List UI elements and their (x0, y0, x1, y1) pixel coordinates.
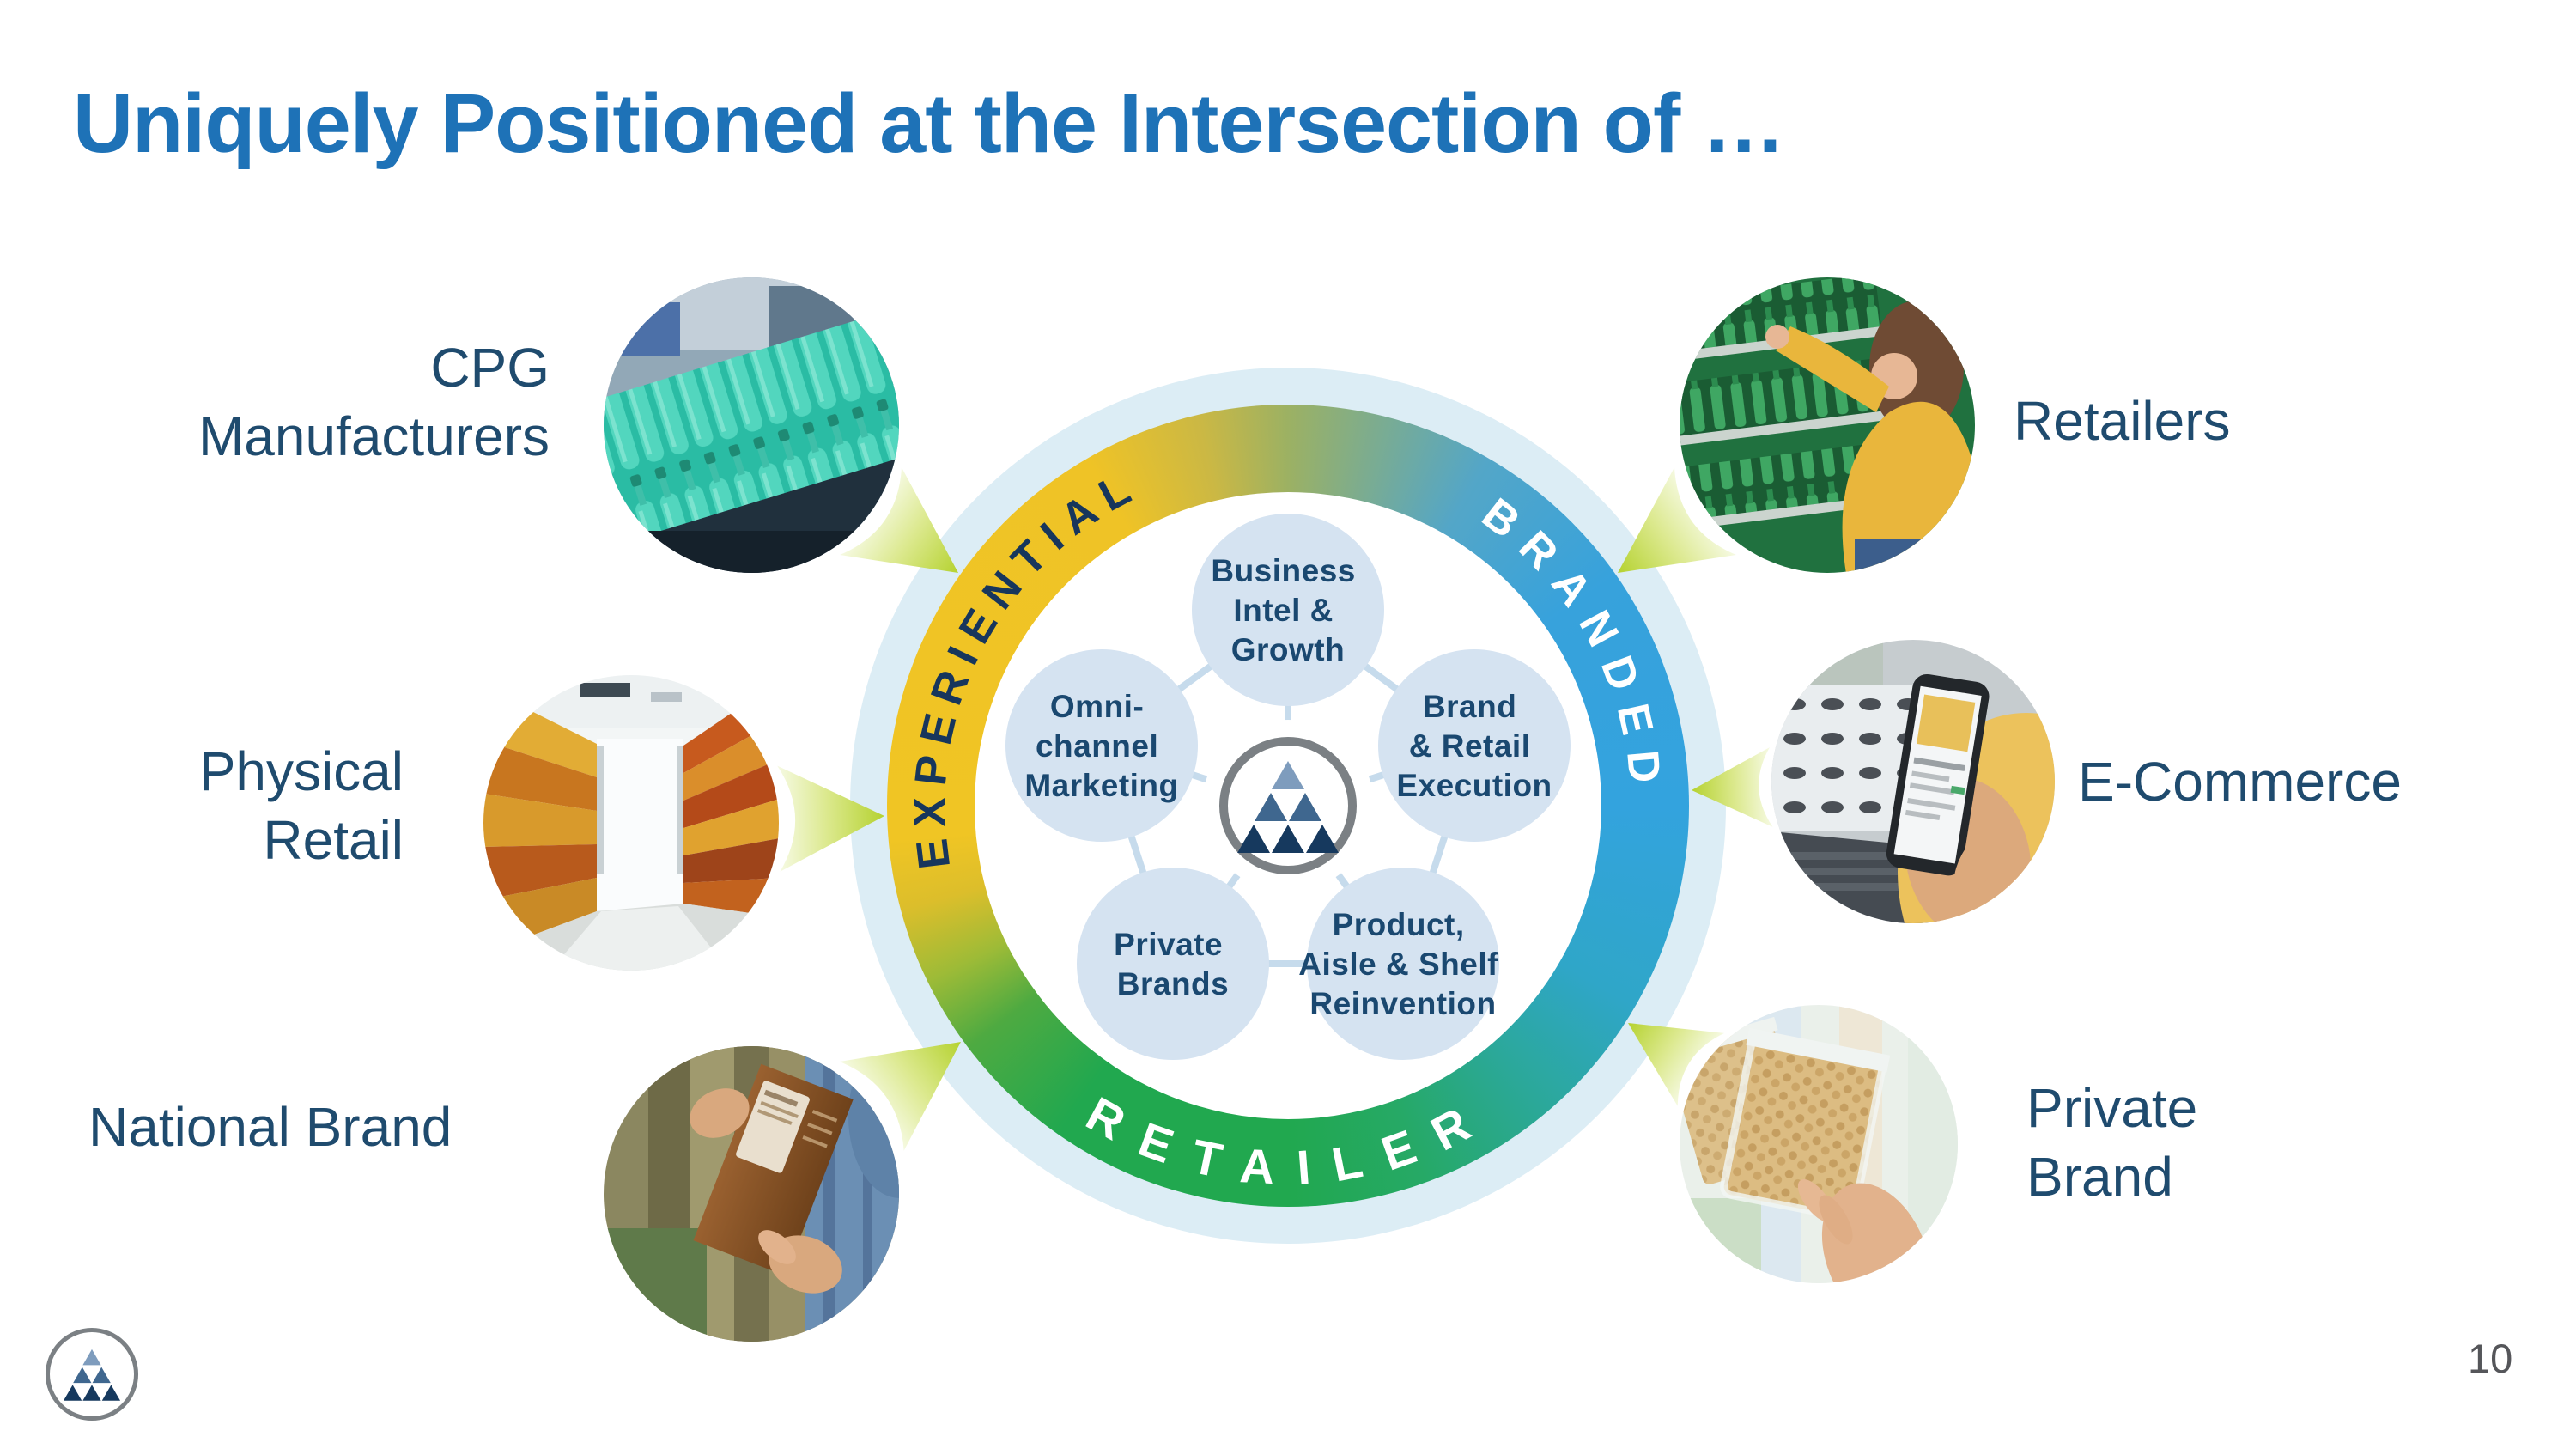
page-number: 10 (2468, 1336, 2513, 1381)
node-private-brands (1077, 868, 1269, 1060)
cpg-label-line1: CPG (430, 337, 550, 399)
private-brand-photo (1680, 1005, 1958, 1283)
physical-retail-label-line1: Physical (198, 740, 404, 802)
arrow-national-brand-to-ring (839, 1042, 961, 1151)
physical-retail-label-line2: Retail (263, 809, 404, 871)
e-commerce-label: E-Commerce (2078, 747, 2402, 816)
ring-label-retailer: RETAILER (1078, 1086, 1498, 1195)
arrow-cpg-to-ring (840, 467, 958, 573)
node-business-intel-growth-label: Business Intel & Growth (1211, 553, 1364, 667)
e-commerce-photo (1771, 640, 2055, 923)
arrow-physical-retail-to-ring (777, 765, 884, 872)
private-brand-label: Private Brand (2026, 1074, 2197, 1211)
national-brand-label: National Brand (88, 1093, 452, 1161)
node-brand-retail-execution (1378, 649, 1571, 842)
physical-retail-label: Physical Retail (199, 737, 404, 874)
node-product-aisle-shelf (1307, 868, 1499, 1060)
node-omni-channel-marketing-label: Omni- channel Marketing (1024, 689, 1178, 803)
private-brand-label-line1: Private (2026, 1077, 2198, 1139)
retailers-label-line1: Retailers (2014, 390, 2231, 452)
center-company-logo (1202, 720, 1374, 892)
physical-retail-photo (483, 675, 779, 971)
retailers-label: Retailers (2014, 387, 2231, 455)
footer-company-logo (45, 1327, 139, 1422)
node-omni-channel-marketing (1005, 649, 1198, 842)
national-brand-label-line1: National Brand (88, 1096, 453, 1158)
cpg-manufacturers-label: CPG Manufacturers (198, 333, 550, 471)
node-business-intel-growth (1192, 514, 1384, 706)
node-brand-retail-execution-label: Brand & Retail Execution (1396, 689, 1552, 803)
private-brand-label-line2: Brand (2026, 1146, 2173, 1208)
node-product-aisle-shelf-label: Product, Aisle & Shelf Reinvention (1298, 907, 1507, 1021)
arrow-private-brand-to-ring (1628, 1023, 1725, 1106)
cpg-manufacturers-photo (604, 277, 899, 573)
e-commerce-label-line1: E-Commerce (2078, 751, 2402, 813)
arrow-retailers-to-ring (1618, 467, 1736, 573)
slide-title: Uniquely Positioned at the Intersection … (73, 76, 1785, 170)
arrow-e-commerce-to-ring (1692, 747, 1773, 827)
retailers-photo (1680, 277, 1975, 573)
cpg-label-line2: Manufacturers (197, 405, 550, 467)
node-private-brands-label: Private Brands (1114, 927, 1232, 1002)
